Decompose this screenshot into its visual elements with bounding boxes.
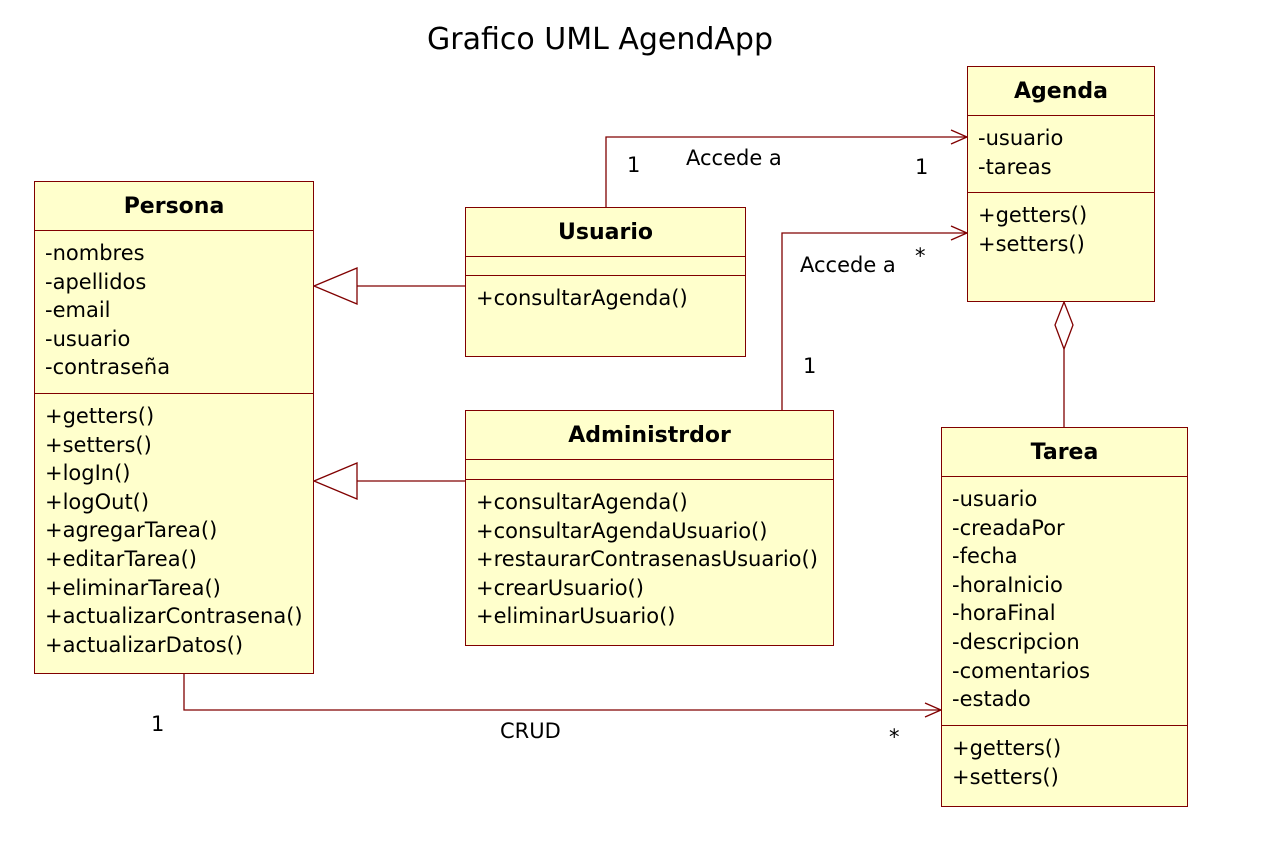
class-tarea: Tarea -usuario -creadaPor -fecha -horaIn… [941,427,1188,807]
assoc-usuario-agenda-label: Accede a [686,146,782,170]
class-tarea-attributes: -usuario -creadaPor -fecha -horaInicio -… [942,477,1187,726]
assoc-persona-tarea-source-mult: 1 [151,712,165,736]
class-usuario-attributes [466,257,745,276]
class-agenda-name: Agenda [968,67,1154,116]
class-administrador: Administrdor +consultarAgenda() +consult… [465,410,834,646]
assoc-admin-agenda-target-mult: * [915,244,926,268]
assoc-admin-agenda-label: Accede a [800,253,896,277]
operation: +editarTarea() [45,546,197,571]
assoc-usuario-agenda-source-mult: 1 [627,153,641,177]
attribute: -apellidos [45,269,147,294]
operation: +eliminarTarea() [45,575,221,600]
attribute: -email [45,298,111,323]
diagram-title: Grafico UML AgendApp [426,22,774,57]
operation: +actualizarContrasena() [45,604,303,629]
class-agenda: Agenda -usuario -tareas +getters() +sett… [967,66,1155,302]
operation: +setters() [45,432,152,457]
class-tarea-name: Tarea [942,428,1187,477]
operation: +logOut() [45,489,150,514]
attribute: -usuario [978,126,1064,150]
operation: +getters() [45,404,155,428]
assoc-persona-tarea-line [183,673,941,711]
class-usuario-name: Usuario [466,208,745,257]
operation: +eliminarUsuario() [476,604,676,629]
operation: +restaurarContrasenasUsuario() [476,547,818,572]
assoc-usuario-agenda-line [605,136,967,207]
attribute: -creadaPor [952,515,1065,540]
operation: +getters() [978,203,1088,227]
class-persona: Persona -nombres -apellidos -email -usua… [34,181,314,674]
attribute: -descripcion [952,629,1080,654]
attribute: -contraseña [45,355,171,380]
class-administrador-operations: +consultarAgenda() +consultarAgendaUsuar… [466,480,833,631]
attribute: -horaFinal [952,601,1056,626]
class-administrador-name: Administrdor [466,411,833,460]
class-usuario-operations: +consultarAgenda() [466,276,745,313]
aggregation-diamond [1054,300,1074,351]
generalization-usuario-arrowhead [312,267,358,305]
operation: +getters() [952,736,1062,760]
generalization-admin-arrowhead [312,462,358,500]
attribute: -usuario [45,326,131,351]
attribute: -nombres [45,241,145,265]
attribute: -fecha [952,544,1018,569]
operation: +consultarAgenda() [476,490,688,514]
attribute: -estado [952,687,1031,712]
operation: +crearUsuario() [476,575,644,600]
operation: +logIn() [45,461,131,486]
operation: +agregarTarea() [45,518,218,543]
operation: +actualizarDatos() [45,632,244,657]
attribute: -horaInicio [952,572,1063,597]
class-tarea-operations: +getters() +setters() [942,726,1187,791]
class-administrador-attributes [466,460,833,480]
assoc-persona-tarea-label: CRUD [500,719,561,743]
assoc-admin-agenda-source-mult: 1 [803,354,817,378]
class-persona-attributes: -nombres -apellidos -email -usuario -con… [35,231,313,394]
class-agenda-operations: +getters() +setters() [968,193,1154,258]
attribute: -usuario [952,487,1038,511]
operation: +consultarAgendaUsuario() [476,518,768,543]
assoc-persona-tarea-target-mult: * [889,725,900,749]
class-persona-name: Persona [35,182,313,231]
attribute: -comentarios [952,658,1091,683]
operation: +consultarAgenda() [476,286,688,310]
assoc-admin-agenda-line [781,232,967,410]
attribute: -tareas [978,154,1052,179]
operation: +setters() [978,231,1085,256]
class-agenda-attributes: -usuario -tareas [968,116,1154,193]
assoc-usuario-agenda-target-mult: 1 [915,155,929,179]
operation: +setters() [952,764,1059,789]
class-usuario: Usuario +consultarAgenda() [465,207,746,357]
class-persona-operations: +getters() +setters() +logIn() +logOut()… [35,394,313,659]
